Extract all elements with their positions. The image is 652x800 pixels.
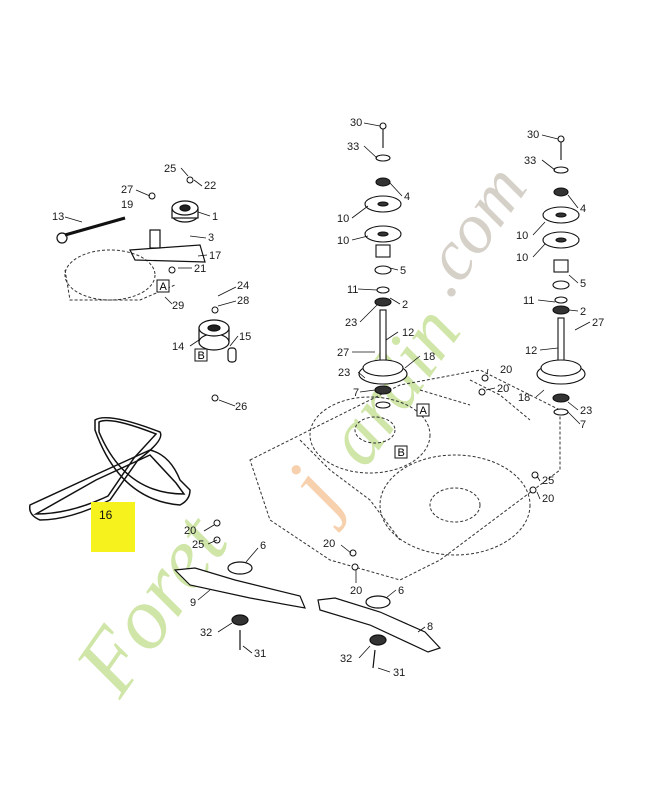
label-17: 17	[209, 250, 221, 262]
tensioner-arm	[56, 216, 206, 263]
label-32: 32	[340, 653, 352, 665]
blade-left	[173, 561, 306, 650]
label-23: 23	[338, 367, 350, 379]
label-1: 1	[212, 211, 218, 223]
svg-text:ardin: ardin	[308, 290, 478, 480]
label-2: 2	[402, 299, 408, 311]
label-20: 20	[500, 364, 512, 376]
label-18: 18	[423, 351, 435, 363]
fasteners	[148, 176, 539, 571]
idler-pulley-top	[171, 200, 199, 223]
label-23: 23	[580, 405, 592, 417]
tensioner-bracket-area	[64, 249, 176, 301]
marker-a-deck: A	[420, 405, 428, 417]
svg-text:Foret: Foret	[56, 496, 248, 712]
label-31: 31	[254, 648, 266, 660]
marker-a-left: A	[160, 281, 168, 293]
blade-right	[317, 595, 442, 669]
leader-lines	[64, 122, 591, 673]
label-27: 27	[592, 317, 604, 329]
label-32: 32	[200, 627, 212, 639]
label-20: 20	[542, 493, 554, 505]
label-5: 5	[400, 265, 406, 277]
label-20: 20	[497, 383, 509, 395]
label-9: 9	[190, 597, 196, 609]
marker-b-left: B	[198, 350, 205, 362]
label-10: 10	[516, 252, 528, 264]
label-30: 30	[527, 129, 539, 141]
section-markers: A B A B	[156, 279, 430, 459]
label-10: 10	[337, 213, 349, 225]
label-18: 18	[518, 392, 530, 404]
mower-deck	[249, 369, 561, 581]
label-12: 12	[525, 345, 537, 357]
label-30: 30	[350, 117, 362, 129]
label-2: 2	[580, 306, 586, 318]
spindle-assembly-right	[536, 135, 586, 416]
label-11: 11	[523, 295, 534, 307]
label-10: 10	[337, 235, 349, 247]
watermark-logo: Foret j ardin .com	[56, 150, 542, 712]
label-10: 10	[516, 230, 528, 242]
label-21: 21	[194, 263, 206, 275]
label-6: 6	[398, 585, 404, 597]
label-3: 3	[208, 232, 214, 244]
highlighted-part-number: 16	[99, 508, 113, 522]
idler-pulley-lower	[198, 319, 237, 363]
label-15: 15	[239, 331, 251, 343]
label-20: 20	[184, 525, 196, 537]
label-27: 27	[337, 347, 349, 359]
label-27: 27	[121, 184, 133, 196]
label-25: 25	[164, 163, 176, 175]
label-29: 29	[172, 300, 184, 312]
label-25: 25	[542, 475, 554, 487]
label-20: 20	[350, 585, 362, 597]
label-26: 26	[235, 401, 247, 413]
highlighted-part-label: 16	[91, 502, 135, 552]
label-20: 20	[323, 538, 335, 550]
label-11: 11	[347, 284, 358, 296]
label-33: 33	[347, 141, 359, 153]
part-number-labels: 30 33 4 10 10 5 11 2 23 12 27 18 23 7 20…	[52, 117, 604, 679]
svg-text:j: j	[261, 451, 360, 535]
drive-belt	[28, 417, 191, 521]
label-23: 23	[345, 317, 357, 329]
label-8: 8	[427, 621, 433, 633]
label-7: 7	[353, 387, 359, 399]
label-5: 5	[580, 278, 586, 290]
label-31: 31	[393, 667, 405, 679]
label-33: 33	[524, 155, 536, 167]
label-25: 25	[192, 539, 204, 551]
spindle-assembly-left	[358, 122, 408, 409]
label-22: 22	[204, 180, 216, 192]
label-24: 24	[237, 280, 249, 292]
label-6: 6	[260, 540, 266, 552]
label-4: 4	[580, 203, 586, 215]
label-4: 4	[404, 191, 410, 203]
label-28: 28	[237, 295, 249, 307]
label-12: 12	[402, 327, 414, 339]
marker-b-deck: B	[398, 447, 405, 459]
label-7: 7	[580, 419, 586, 431]
label-14: 14	[172, 341, 184, 353]
label-13: 13	[52, 211, 64, 223]
label-19: 19	[121, 199, 133, 211]
